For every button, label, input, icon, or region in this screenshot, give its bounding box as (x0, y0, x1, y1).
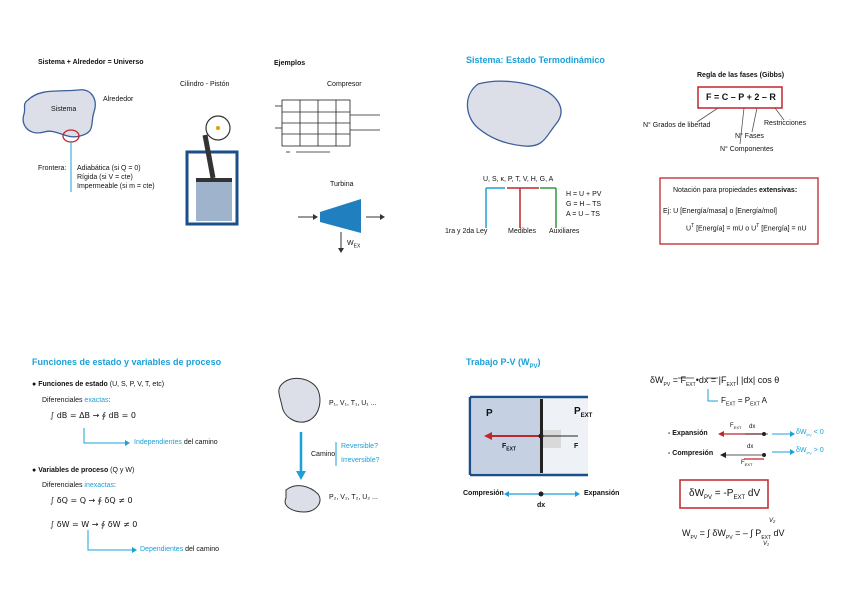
panel3-title: Funciones de estado y variables de proce… (32, 357, 222, 367)
work-differential-eq: ∫ δW = W → ∮ δW ≠ 0 (50, 520, 138, 529)
frontier-impermeable: Impermeable (si m = cte) (77, 183, 155, 190)
system-label: Sistema (51, 106, 77, 113)
compression-fext-label: FEXT (741, 460, 753, 468)
piston-rod (202, 134, 216, 179)
surroundings-label: Alrededor (103, 96, 134, 103)
irreversible-label: Irreversible? (341, 457, 380, 464)
expansion-axis-label: Expansión (584, 490, 620, 497)
expansion-result: δWPV < 0 (796, 429, 824, 438)
state-blob-shape (466, 80, 562, 147)
piston (196, 178, 232, 182)
external-force-eq: FEXT = PEXT A (721, 396, 767, 408)
reversible-label: Reversible? (341, 443, 378, 450)
inexact-differentials-label: Diferenciales inexactas: (42, 482, 116, 489)
degrees-freedom-label: N° Grados de libertad (643, 122, 711, 129)
panel2-title: Sistema: Estado Termodinámico (466, 55, 605, 65)
external-force-label: FEXT (502, 443, 517, 453)
crank-wheel (205, 115, 231, 141)
examples-label: Ejemplos (274, 60, 306, 67)
path-independent-label: Independientes del camino (134, 439, 218, 446)
integral-work-equation: WPV = ∫ δWPV = – ∫ PEXT dV (682, 528, 785, 541)
heat-differential-eq: ∫ δQ = Q → ∮ δQ ≠ 0 (50, 496, 133, 505)
state2-properties: P₂, V₂, T₂, U₂ ... (329, 494, 378, 501)
frontier-rigid: Rígida (si V = cte) (77, 174, 133, 181)
compression-result: δWPV > 0 (796, 447, 824, 456)
turbine-label: Turbina (330, 181, 354, 188)
expansion-dx-label: dx (749, 424, 756, 430)
gibbs-rule-equation: F = C – P + 2 – R (706, 92, 776, 102)
compressor-sketch (275, 99, 380, 153)
turbine-shape (320, 199, 361, 233)
state-variables: U, S, κ, P, T, V, H, G, A (483, 176, 554, 183)
restrictions-label: Restricciones (764, 120, 807, 127)
boxed-work-equation: δWPV = -PEXT dV (689, 488, 761, 501)
state1-properties: P₁, V₁, T₁, U₁ ... (329, 400, 377, 407)
dx-axis-label: dx (537, 502, 546, 509)
exact-differential-eq: ∫ dB = ΔB → ∮ dB = 0 (50, 411, 136, 420)
measurable-label: Medibles (508, 228, 537, 235)
frontier-adiabatic: Adiabática (si Q = 0) (77, 165, 141, 172)
force-label: F (574, 443, 579, 450)
cylinder-gas (196, 181, 232, 221)
gibbs-eq: G = H – TS (566, 201, 602, 208)
external-pressure-label: PEXT (574, 406, 593, 419)
cylinder-piston-label: Cilindro - Pistón (180, 81, 230, 88)
notation-example-1: Ej: U [Energía/masa] o [Energía/mol] (663, 208, 777, 215)
gibbs-rule-title: Regla de las fases (Gibbs) (697, 72, 785, 79)
state2-blob (284, 485, 321, 513)
compression-dx-label: dx (747, 444, 754, 450)
boxed-equation-frame (679, 479, 769, 509)
integral-upper-limit: V₂ (769, 518, 776, 524)
compression-case-label: - Compresión (668, 450, 714, 457)
compressor-label: Compresor (327, 81, 362, 88)
notation-title: Notación para propiedades extensivas: (673, 187, 798, 194)
integral-lower-limit: V₁ (763, 541, 769, 547)
system-blob-shape (22, 89, 96, 138)
compression-axis-label: Compresión (463, 490, 504, 497)
path-dependent-label: Dependientes del camino (140, 546, 219, 553)
gibbs-box (697, 86, 783, 109)
cylinder-body (185, 150, 239, 226)
panel1-title: Sistema + Alrededor = Universo (38, 59, 144, 66)
helmholtz-eq: A = U – TS (566, 211, 600, 218)
path-label: Camino (311, 451, 336, 458)
state-functions-line: ● Funciones de estado (U, S, P, V, T, et… (32, 381, 165, 388)
work-dot-product-eq: δWPV = FEXT•dx = |FEXT| |dx| cos θ (650, 375, 780, 388)
phases-label: N° Fases (735, 133, 764, 140)
frontier-label: Frontera: (38, 165, 67, 172)
notation-example-2: UT [Energía] = mU o UT [Energía] = nU (686, 223, 807, 233)
notation-box (659, 177, 819, 245)
exact-differentials-label: Diferenciales exactas: (42, 397, 111, 404)
expansion-case-label: - Expansión (668, 430, 708, 437)
work-ex-label: WEX (347, 240, 361, 250)
state1-blob (278, 377, 321, 423)
process-variables-line: ● Variables de proceso (Q y W) (32, 467, 135, 474)
laws-label: 1ra y 2da Ley (445, 228, 488, 235)
enthalpy-eq: H = U + PV (566, 191, 602, 198)
gas-pressure-label: P (486, 408, 493, 419)
auxiliary-label: Auxiliares (549, 228, 580, 235)
expansion-fext-label: FEXT (730, 423, 742, 431)
components-label: N° Componentes (720, 146, 774, 153)
panel4-title: Trabajo P-V (WPV) (466, 357, 541, 370)
